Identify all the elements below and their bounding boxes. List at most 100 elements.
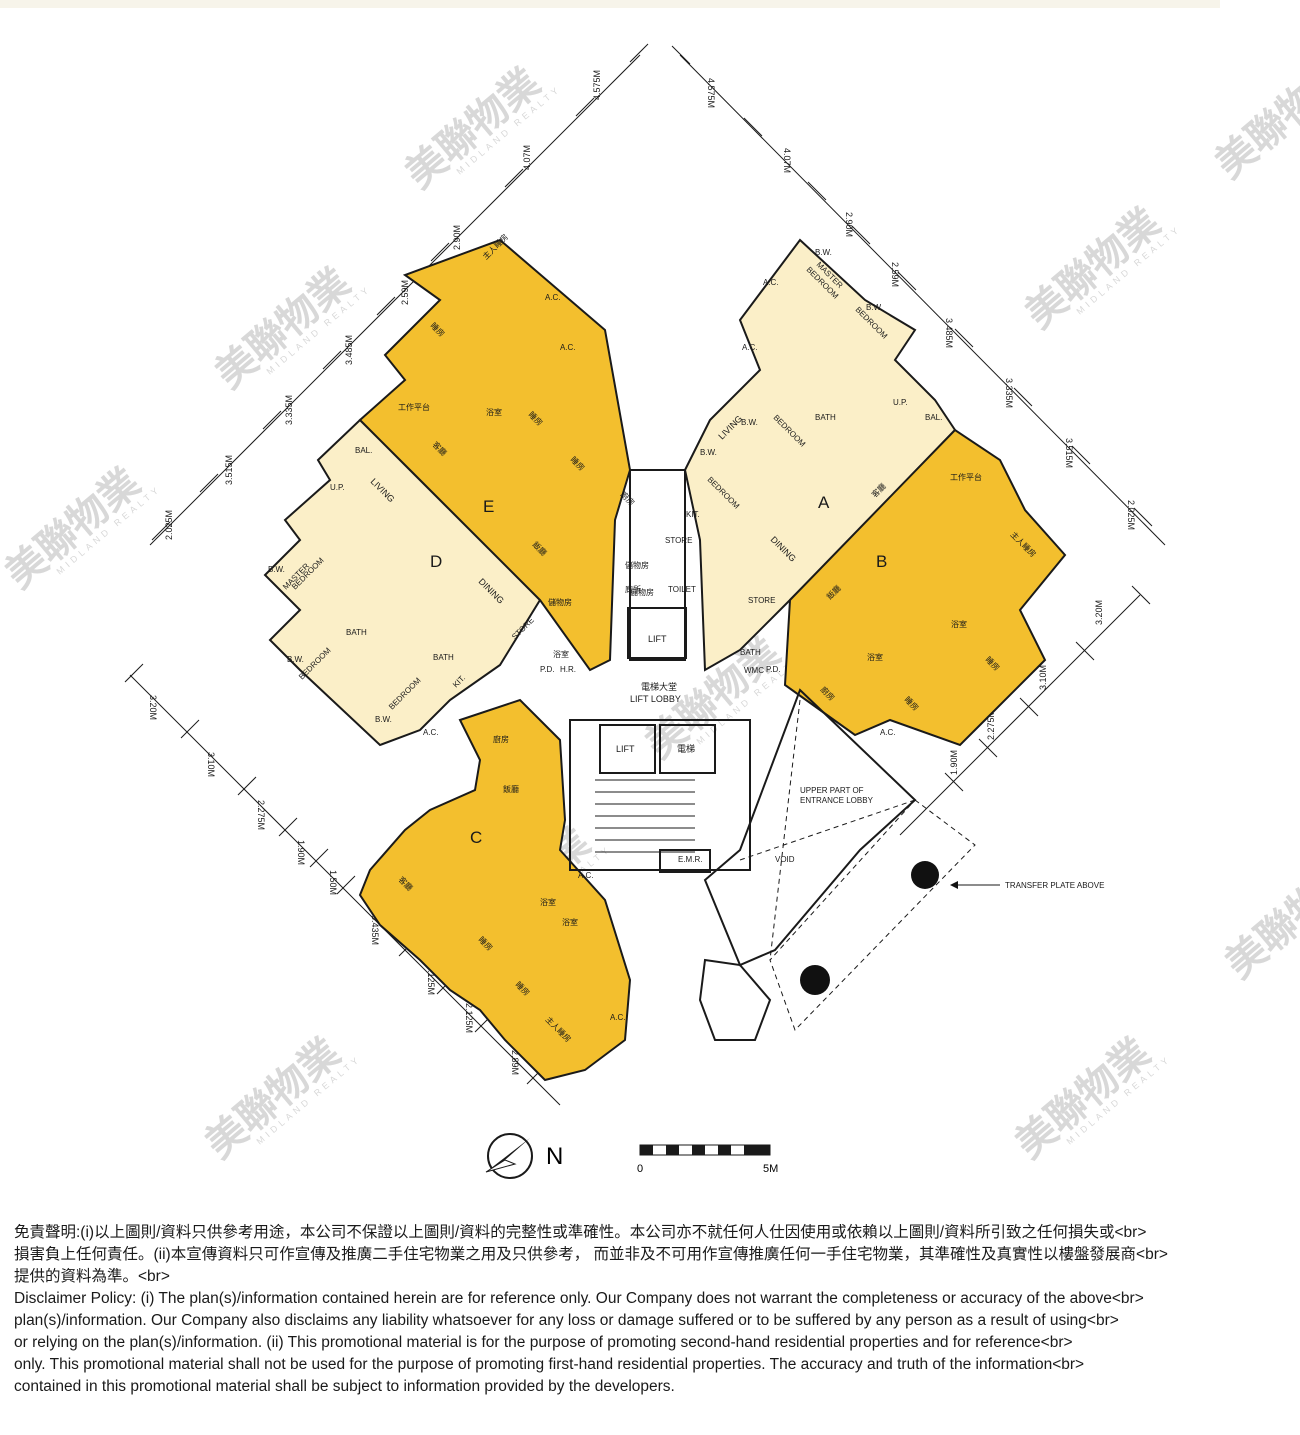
dim-label: 1.90M [296,840,306,865]
unit-label-a: A [818,493,830,512]
room-toilet-a: TOILET [668,585,696,594]
ac-e2: A.C. [560,343,576,352]
watermark-cn: 美聯物業 [1218,850,1300,987]
disclaimer-cn-1: 免責聲明:(i)以上圖則/資料只供參考用途，本公司不保證以上圖則/資料的完整性或… [14,1224,1147,1241]
ac-b: A.C. [880,728,896,737]
scale-end: 5M [763,1163,778,1175]
emr-room: E.M.R. [678,855,702,864]
dim-label: 3.485M [944,318,954,348]
dim-label: 4.575M [592,70,602,100]
room-bw-a4: B.W. [700,448,717,457]
unit-labels: D E A B C [430,493,887,847]
scale-bar: 0 5M [637,1144,778,1175]
dim-label: 3.515M [224,455,234,485]
dim-label: 3.20M [1094,600,1104,625]
cn-store-e2: 儲物房 [625,560,649,570]
disclaimer-en-5: contained in this promotional material s… [14,1378,675,1395]
scale-start: 0 [637,1163,643,1175]
room-kit-a: KIT. [686,510,700,519]
dim-label: 3.10M [1038,665,1048,690]
north-label: N [546,1143,563,1170]
core [569,469,751,873]
cn-bath-b1: 浴室 [867,652,883,662]
unit-label-b: B [876,552,887,571]
room-pd-a: P.D. [766,665,781,674]
cn-kitchen-c: 廚房 [493,734,509,744]
watermark-cn: 美聯物業 [198,1030,349,1167]
entrance-label-2: ENTRANCE LOBBY [800,796,874,805]
room-bw-d3: B.W. [375,715,392,724]
lift-lobby-cn: 電梯大堂 [641,681,677,692]
cn-dining-c: 飯廳 [503,784,519,794]
dimension-lines: 4.575M 4.07M 2.90M 2.59M 3.485M 3.335M 3… [124,43,1166,1106]
room-bw-a2: B.W. [866,303,883,312]
room-store-a: STORE [665,536,692,545]
dim-label: 3.515M [1064,438,1074,468]
cn-store-e3: 儲物房 [548,597,572,607]
core-lift-2: LIFT [616,744,635,754]
disclaimer: 免責聲明:(i)以上圖則/資料只供參考用途，本公司不保證以上圖則/資料的完整性或… [14,1222,1292,1427]
core-lift-3: 電梯 [677,743,695,754]
room-wmc-a: WMC [744,666,764,675]
room-ac-a1: A.C. [763,278,779,287]
watermark-cn: 美聯物業 [0,460,148,597]
room-bw-d: B.W. [268,565,285,574]
dim-label: 4.07M [522,145,532,170]
disclaimer-en-1: Disclaimer Policy: (i) The plan(s)/infor… [14,1290,1144,1307]
dim-label: 2.125M [464,1003,474,1033]
cn-bath-b2: 浴室 [951,619,967,629]
void-area [698,688,1000,1041]
dim-label: 3.335M [1004,378,1014,408]
room-bw-a: B.W. [815,248,832,257]
disclaimer-cn-2: 損害負上任何責任。(ii)本宣傳資料只可作宣傳及推廣二手住宅物業之用及只供參考，… [14,1246,1168,1263]
north-arrow: N [485,1133,563,1179]
cn-bath-c1: 浴室 [540,897,556,907]
dim-label: 3.10M [206,752,216,777]
cn-bath-e: 浴室 [553,649,569,659]
disclaimer-en-3: or relying on the plan(s)/information. (… [14,1334,1073,1351]
dim-label: 2.275M [986,710,996,740]
watermark-cn: 美聯物業 [1208,50,1300,187]
dim-label: 2.89M [510,1050,520,1075]
dim-label: 2.275M [256,800,266,830]
room-pd-d: P.D. [540,665,555,674]
unit-label-d: D [430,552,442,571]
void-label: VOID [775,855,795,864]
cn-bath-e2: 浴室 [486,407,502,417]
ac-c1: A.C. [578,871,594,880]
dim-label: 2.59M [890,262,900,287]
room-bal-d: BAL. [355,446,372,455]
watermark-cn: 美聯物業 [1008,1030,1159,1167]
room-bw-d2: B.W. [287,655,304,664]
room-ac-d: A.C. [423,728,439,737]
dim-label: 3.435M [370,915,380,945]
room-bal-a: BAL. [925,413,942,422]
unit-e [358,238,632,672]
dim-label: 3.20M [148,695,158,720]
cn-store-e: 儲物房 [630,587,654,597]
unit-a [683,238,957,672]
room-up-a: U.P. [893,398,908,407]
dim-label: 2.025M [1126,500,1136,530]
room-bath-d1: BATH [346,628,367,637]
core-lift-1: LIFT [648,634,667,644]
top-strip [0,0,1220,8]
dim-label: 2.59M [400,280,410,305]
dim-label: 1.50M [328,870,338,895]
disclaimer-en-2: plan(s)/information. Our Company also di… [14,1312,1119,1329]
dim-label: 2.125M [426,965,436,995]
room-hr-d: H.R. [560,665,576,674]
dim-label: 2.025M [164,510,174,540]
room-bath-a2: BATH [740,648,761,657]
dim-label: 4.07M [782,148,792,173]
watermark-cn: 美聯物業 [398,60,549,197]
lift-lobby-en: LIFT LOBBY [630,694,681,704]
dim-label: 4.575M [706,78,716,108]
room-ac-a2: A.C. [742,343,758,352]
unit-c [358,698,632,1082]
room-store-a2: STORE [748,596,775,605]
unit-label-c: C [470,828,482,847]
transfer-plate-label: TRANSFER PLATE ABOVE [1005,881,1104,890]
